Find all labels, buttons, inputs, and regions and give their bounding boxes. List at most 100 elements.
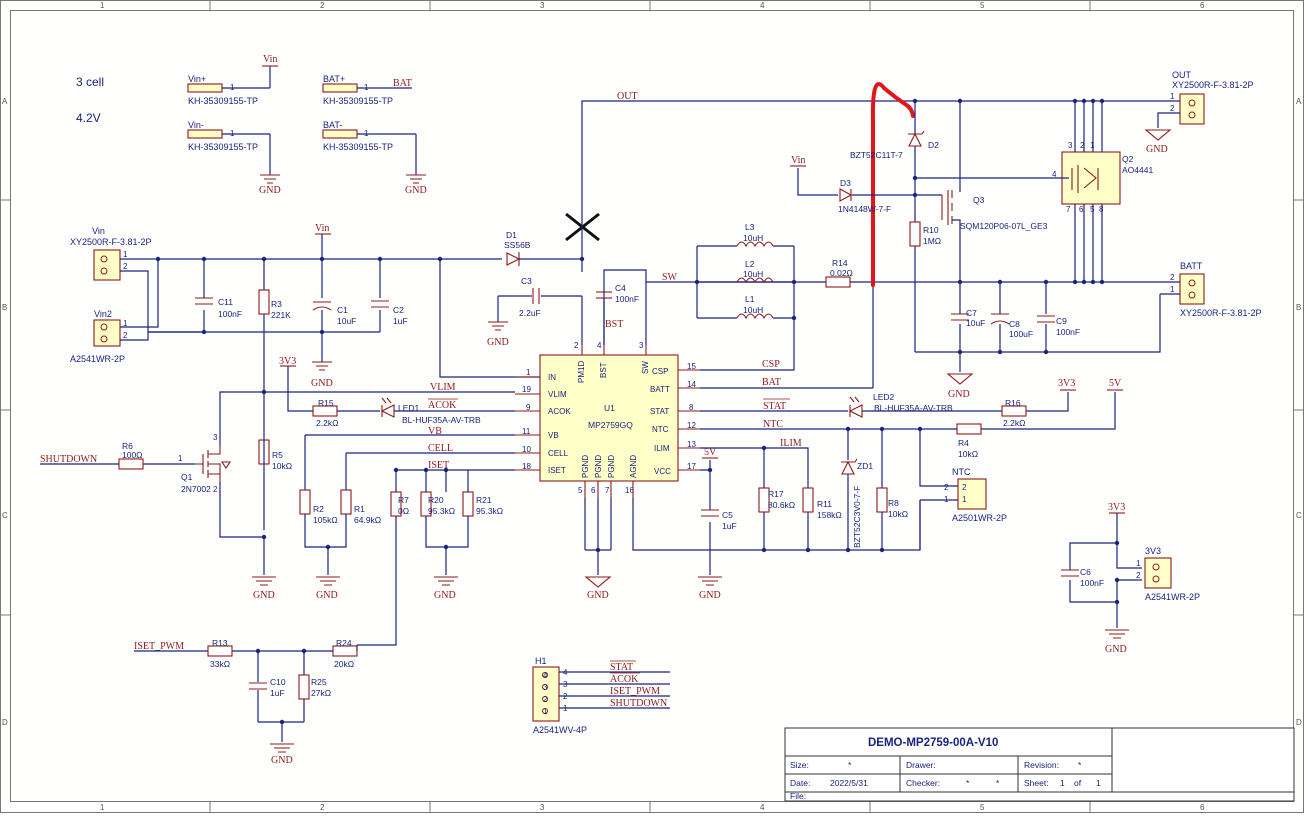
- svg-text:2022/5/31: 2022/5/31: [830, 778, 868, 788]
- svg-text:27kΩ: 27kΩ: [311, 688, 331, 698]
- svg-text:R16: R16: [1005, 398, 1021, 408]
- row-label: D: [1296, 718, 1302, 727]
- svg-text:*: *: [966, 778, 970, 788]
- svg-text:10uH: 10uH: [743, 305, 763, 315]
- svg-text:1: 1: [1090, 141, 1095, 150]
- svg-text:R7: R7: [398, 495, 409, 505]
- svg-text:1: 1: [543, 707, 548, 716]
- connector-label: Vin: [92, 226, 105, 236]
- u1-body: [539, 354, 679, 482]
- row-label: C: [1296, 511, 1302, 520]
- svg-text:L1: L1: [745, 294, 755, 304]
- svg-text:C5: C5: [722, 510, 733, 520]
- svg-text:R17: R17: [768, 489, 784, 499]
- svg-text:ILIM: ILIM: [654, 444, 670, 453]
- svg-text:VB: VB: [548, 431, 559, 440]
- svg-text:3V3: 3V3: [1145, 546, 1161, 556]
- svg-text:2.2kΩ: 2.2kΩ: [316, 418, 338, 428]
- svg-text:VCC: VCC: [654, 467, 671, 476]
- svg-text:A2501WR-2P: A2501WR-2P: [952, 513, 1007, 523]
- svg-text:19: 19: [522, 385, 531, 394]
- svg-text:BL-HUF35A-AV-TRB: BL-HUF35A-AV-TRB: [874, 403, 953, 413]
- net-iset: ISET: [428, 460, 449, 471]
- connector-label: Vin2: [94, 309, 112, 319]
- svg-text:PGND: PGND: [581, 455, 590, 478]
- svg-text:8: 8: [1099, 205, 1104, 214]
- svg-text:7: 7: [1066, 205, 1071, 214]
- svg-text:BST: BST: [599, 362, 608, 378]
- svg-text:14: 14: [687, 380, 696, 389]
- svg-text:of: of: [1074, 778, 1082, 788]
- capacitor-c11: C11 100nF: [195, 297, 242, 319]
- connector-bat-minus: BAT- 1 KH-35309155-TP GND: [322, 120, 427, 196]
- svg-text:R5: R5: [272, 450, 283, 460]
- svg-text:2: 2: [1170, 273, 1175, 282]
- markup-red-line: [870, 82, 915, 287]
- connector-batt: BATT 21 XY2500R-F-3.81-2P: [915, 261, 1262, 353]
- svg-text:U1: U1: [604, 403, 615, 413]
- svg-text:C2: C2: [393, 305, 404, 315]
- svg-text:2: 2: [1136, 571, 1141, 580]
- row-label: B: [2, 303, 7, 312]
- svg-text:L3: L3: [745, 222, 755, 232]
- svg-text:2.2kΩ: 2.2kΩ: [1003, 418, 1025, 428]
- svg-text:80.6kΩ: 80.6kΩ: [768, 500, 795, 510]
- svg-text:0Ω: 0Ω: [398, 506, 409, 516]
- svg-text:Q3: Q3: [973, 195, 985, 205]
- svg-text:C7: C7: [966, 308, 977, 318]
- row-label: D: [2, 718, 8, 727]
- net-vlim: VLIM: [430, 382, 456, 393]
- svg-text:CSP: CSP: [652, 367, 668, 376]
- svg-text:13: 13: [687, 440, 696, 449]
- svg-text:C3: C3: [521, 276, 532, 286]
- svg-text:100nF: 100nF: [1080, 578, 1104, 588]
- capacitor-c3: C32.2uF GND: [487, 259, 583, 348]
- svg-text:C11: C11: [218, 297, 233, 307]
- connector-label: Vin+: [188, 74, 206, 84]
- svg-text:BZT52C11T-7: BZT52C11T-7: [850, 150, 903, 160]
- svg-text:R8: R8: [888, 498, 899, 508]
- svg-text:SW: SW: [641, 361, 650, 374]
- svg-text:4: 4: [1052, 170, 1057, 179]
- svg-text:PGND: PGND: [594, 455, 603, 478]
- net-csp: CSP: [762, 359, 780, 370]
- part-number: XY2500R-F-3.81-2P: [70, 237, 152, 247]
- svg-text:C1: C1: [337, 305, 348, 315]
- svg-text:10kΩ: 10kΩ: [958, 449, 978, 459]
- svg-text:10uH: 10uH: [743, 269, 763, 279]
- connector-vin2: Vin2 12 A2541WR-2P: [70, 309, 128, 364]
- svg-text:D1: D1: [506, 230, 517, 240]
- svg-text:1: 1: [1096, 778, 1101, 788]
- svg-text:BATT: BATT: [650, 385, 670, 394]
- svg-text:C10: C10: [270, 677, 286, 687]
- svg-text:100nF: 100nF: [218, 309, 242, 319]
- net-bat: BAT: [393, 78, 412, 89]
- net-gnd: GND: [1146, 144, 1168, 155]
- net-3v3: 3V3: [1058, 378, 1075, 389]
- svg-text:2: 2: [1080, 141, 1085, 150]
- svg-text:Checker:: Checker:: [906, 778, 940, 788]
- svg-text:2: 2: [1170, 104, 1175, 113]
- connector-h1: H1 43 21 43 21 STAT ACOK ISET_PWM SHUTDO…: [532, 656, 670, 735]
- svg-text:C8: C8: [1009, 319, 1020, 329]
- net-3v3: 3V3: [279, 356, 296, 367]
- title-block: DEMO-MP2759-00A-V10 Size: * Drawer: Revi…: [784, 727, 1295, 802]
- diode-d3: D3 1N4148W-7-F Vin: [790, 155, 942, 214]
- part-number: KH-35309155-TP: [323, 96, 393, 106]
- svg-text:CELL: CELL: [548, 449, 569, 458]
- svg-text:10kΩ: 10kΩ: [888, 509, 908, 519]
- svg-text:BZT52C3V0-7-F: BZT52C3V0-7-F: [852, 486, 862, 548]
- svg-text:2: 2: [123, 331, 128, 340]
- svg-text:R3: R3: [271, 299, 282, 309]
- svg-text:3: 3: [1068, 141, 1073, 150]
- svg-text:2: 2: [574, 341, 579, 350]
